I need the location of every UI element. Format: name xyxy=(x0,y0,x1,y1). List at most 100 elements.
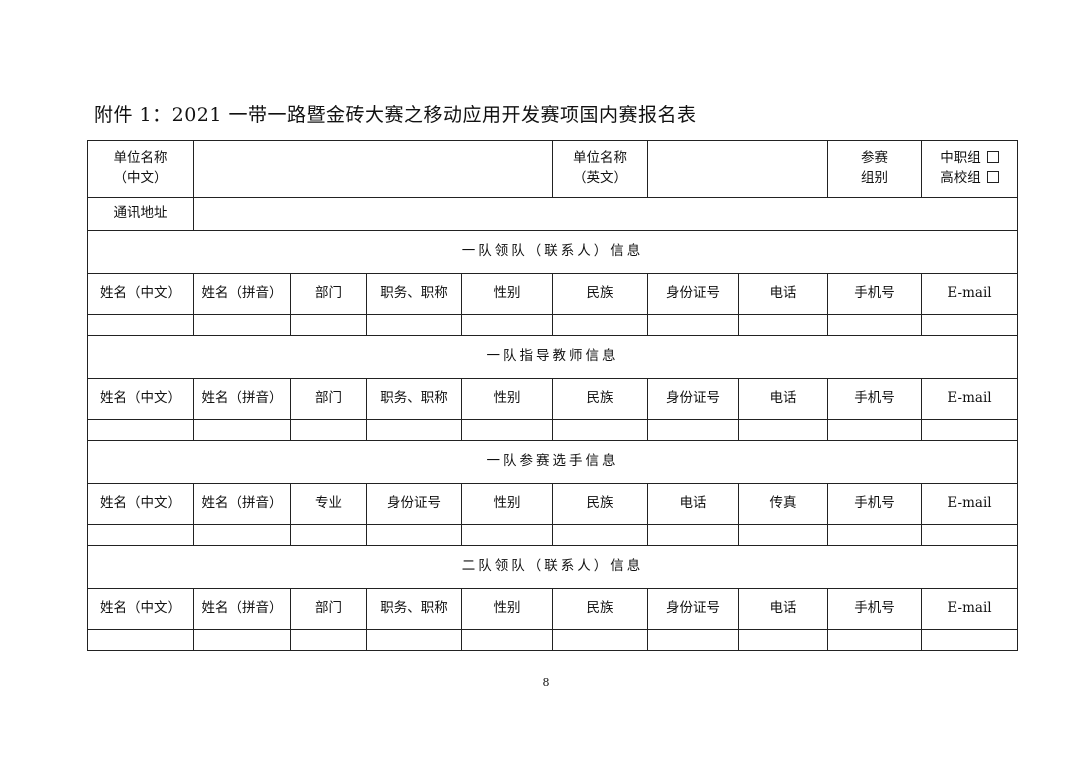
address-field[interactable] xyxy=(193,197,1018,231)
entry-cell[interactable] xyxy=(290,314,367,336)
entry-cell[interactable] xyxy=(461,629,553,651)
column-header: 民族 xyxy=(552,588,648,630)
column-header: 身份证号 xyxy=(647,588,739,630)
entry-cell[interactable] xyxy=(193,524,291,546)
column-header: 姓名（中文） xyxy=(87,378,194,420)
entry-cell[interactable] xyxy=(461,419,553,441)
entry-cell[interactable] xyxy=(193,419,291,441)
column-header: 部门 xyxy=(290,378,367,420)
column-header: 民族 xyxy=(552,378,648,420)
column-header: 职务、职称 xyxy=(366,588,462,630)
column-header: 手机号 xyxy=(827,378,922,420)
address-row: 通讯地址 xyxy=(87,197,1018,231)
entry-cell[interactable] xyxy=(552,314,648,336)
column-header: 职务、职称 xyxy=(366,273,462,315)
unit-name-en-field[interactable] xyxy=(647,140,828,198)
column-header: 传真 xyxy=(738,483,828,525)
column-header: 专业 xyxy=(290,483,367,525)
column-header: 职务、职称 xyxy=(366,378,462,420)
column-header: 电话 xyxy=(647,483,739,525)
address-label: 通讯地址 xyxy=(87,197,194,231)
entry-cell[interactable] xyxy=(827,524,922,546)
column-header: E-mail xyxy=(921,588,1018,630)
column-header: 手机号 xyxy=(827,273,922,315)
entry-cell[interactable] xyxy=(290,419,367,441)
blank-entry-row xyxy=(87,419,1018,441)
entry-cell[interactable] xyxy=(921,524,1018,546)
entry-cell[interactable] xyxy=(87,314,194,336)
column-header: 姓名（中文） xyxy=(87,273,194,315)
column-header: E-mail xyxy=(921,273,1018,315)
column-header: 电话 xyxy=(738,588,828,630)
entry-cell[interactable] xyxy=(827,314,922,336)
entry-cell[interactable] xyxy=(647,524,739,546)
entry-cell[interactable] xyxy=(738,419,828,441)
unit-name-cn-label: 单位名称 （中文） xyxy=(87,140,194,198)
column-header: 手机号 xyxy=(827,588,922,630)
column-header: 姓名（中文） xyxy=(87,483,194,525)
blank-entry-row xyxy=(87,524,1018,546)
page-number: 8 xyxy=(542,676,550,689)
entry-cell[interactable] xyxy=(738,524,828,546)
column-header: 姓名（拼音） xyxy=(193,483,291,525)
column-header: 性别 xyxy=(461,483,553,525)
column-header: 部门 xyxy=(290,273,367,315)
section-header-row: 姓名（中文） 姓名（拼音） 部门 职务、职称 性别 民族 身份证号 电话 手机号… xyxy=(87,378,1018,420)
entry-cell[interactable] xyxy=(921,629,1018,651)
entry-cell[interactable] xyxy=(552,629,648,651)
entry-cell[interactable] xyxy=(290,629,367,651)
section-title: 一队参赛选手信息 xyxy=(87,440,1018,484)
column-header: E-mail xyxy=(921,483,1018,525)
section-title: 二队领队（联系人）信息 xyxy=(87,545,1018,589)
option-college[interactable]: 高校组 xyxy=(923,169,1017,189)
entry-cell[interactable] xyxy=(366,314,462,336)
entry-cell[interactable] xyxy=(552,419,648,441)
entry-cell[interactable] xyxy=(827,629,922,651)
column-header: 身份证号 xyxy=(647,378,739,420)
column-header: E-mail xyxy=(921,378,1018,420)
section-title: 一队领队（联系人）信息 xyxy=(87,230,1018,274)
entry-cell[interactable] xyxy=(366,524,462,546)
section-title-row: 一队指导教师信息 xyxy=(87,335,1018,379)
column-header: 部门 xyxy=(290,588,367,630)
unit-name-cn-field[interactable] xyxy=(193,140,553,198)
entry-cell[interactable] xyxy=(461,314,553,336)
entry-cell[interactable] xyxy=(921,419,1018,441)
entry-cell[interactable] xyxy=(647,629,739,651)
column-header: 姓名（中文） xyxy=(87,588,194,630)
column-header: 民族 xyxy=(552,483,648,525)
section-title-row: 二队领队（联系人）信息 xyxy=(87,545,1018,589)
column-header: 电话 xyxy=(738,273,828,315)
column-header: 身份证号 xyxy=(647,273,739,315)
entry-cell[interactable] xyxy=(366,629,462,651)
entry-cell[interactable] xyxy=(87,524,194,546)
section-title-row: 一队参赛选手信息 xyxy=(87,440,1018,484)
checkbox-college[interactable] xyxy=(986,171,999,183)
page-title: 附件 1：2021 一带一路暨金砖大赛之移动应用开发赛项国内赛报名表 xyxy=(94,104,697,126)
section-title: 一队指导教师信息 xyxy=(87,335,1018,379)
entry-cell[interactable] xyxy=(366,419,462,441)
section-header-row: 姓名（中文） 姓名（拼音） 部门 职务、职称 性别 民族 身份证号 电话 手机号… xyxy=(87,588,1018,630)
column-header: 性别 xyxy=(461,378,553,420)
entry-cell[interactable] xyxy=(461,524,553,546)
section-header-row: 姓名（中文） 姓名（拼音） 部门 职务、职称 性别 民族 身份证号 电话 手机号… xyxy=(87,273,1018,315)
column-header: 民族 xyxy=(552,273,648,315)
entry-cell[interactable] xyxy=(921,314,1018,336)
entry-cell[interactable] xyxy=(193,629,291,651)
entry-cell[interactable] xyxy=(647,314,739,336)
column-header: 手机号 xyxy=(827,483,922,525)
checkbox-secondary[interactable] xyxy=(986,151,999,164)
group-options: 中职组 高校组 xyxy=(921,140,1018,198)
entry-cell[interactable] xyxy=(738,314,828,336)
option-secondary[interactable]: 中职组 xyxy=(923,149,1017,169)
entry-cell[interactable] xyxy=(552,524,648,546)
entry-cell[interactable] xyxy=(290,524,367,546)
entry-cell[interactable] xyxy=(827,419,922,441)
blank-entry-row xyxy=(87,314,1018,336)
entry-cell[interactable] xyxy=(647,419,739,441)
entry-cell[interactable] xyxy=(193,314,291,336)
entry-cell[interactable] xyxy=(87,419,194,441)
entry-cell[interactable] xyxy=(87,629,194,651)
group-label: 参赛 组别 xyxy=(827,140,922,198)
entry-cell[interactable] xyxy=(738,629,828,651)
